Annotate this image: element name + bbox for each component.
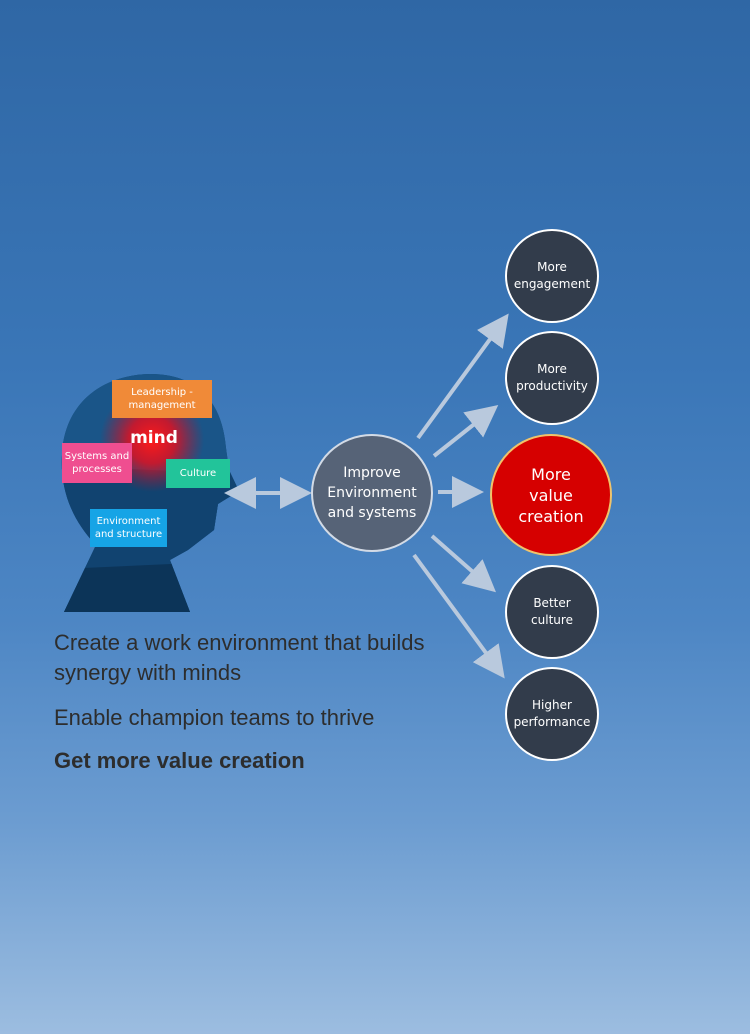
environment-label: Environment and structure <box>94 516 163 540</box>
arrow-to-performance <box>412 553 505 679</box>
tagline-champion-teams: Enable champion teams to thrive <box>54 705 375 730</box>
value-label: More value creation <box>518 464 584 526</box>
tagline-work-environment: Create a work environment that builds sy… <box>54 630 425 685</box>
culture-label: Culture <box>179 468 217 479</box>
leadership-management-region: Leadership - management <box>112 380 212 418</box>
culture-outcome-label: Better culture <box>531 596 573 627</box>
improve-environment-node: Improve Environment and systems <box>311 434 433 552</box>
more-value-creation-node: More value creation <box>490 434 612 556</box>
productivity-label: More productivity <box>516 362 588 393</box>
better-culture-node: Better culture <box>505 565 599 659</box>
performance-label: Higher performance <box>513 698 591 729</box>
more-productivity-node: More productivity <box>505 331 599 425</box>
environment-structure-region: Environment and structure <box>90 509 167 547</box>
more-engagement-node: More engagement <box>505 229 599 323</box>
systems-label: Systems and processes <box>64 451 130 475</box>
leadership-label: Leadership - management <box>128 387 196 411</box>
systems-processes-region: Systems and processes <box>62 443 132 483</box>
culture-region: Culture <box>166 459 230 488</box>
tagline-value-creation: Get more value creation <box>54 748 305 773</box>
engagement-label: More engagement <box>513 260 591 291</box>
higher-performance-node: Higher performance <box>505 667 599 761</box>
center-node-label: Improve Environment and systems <box>327 465 417 521</box>
arrow-to-culture <box>430 534 497 593</box>
arrow-to-productivity <box>432 405 499 458</box>
arrow-to-engagement <box>416 313 509 440</box>
mind-label: mind <box>130 428 178 448</box>
